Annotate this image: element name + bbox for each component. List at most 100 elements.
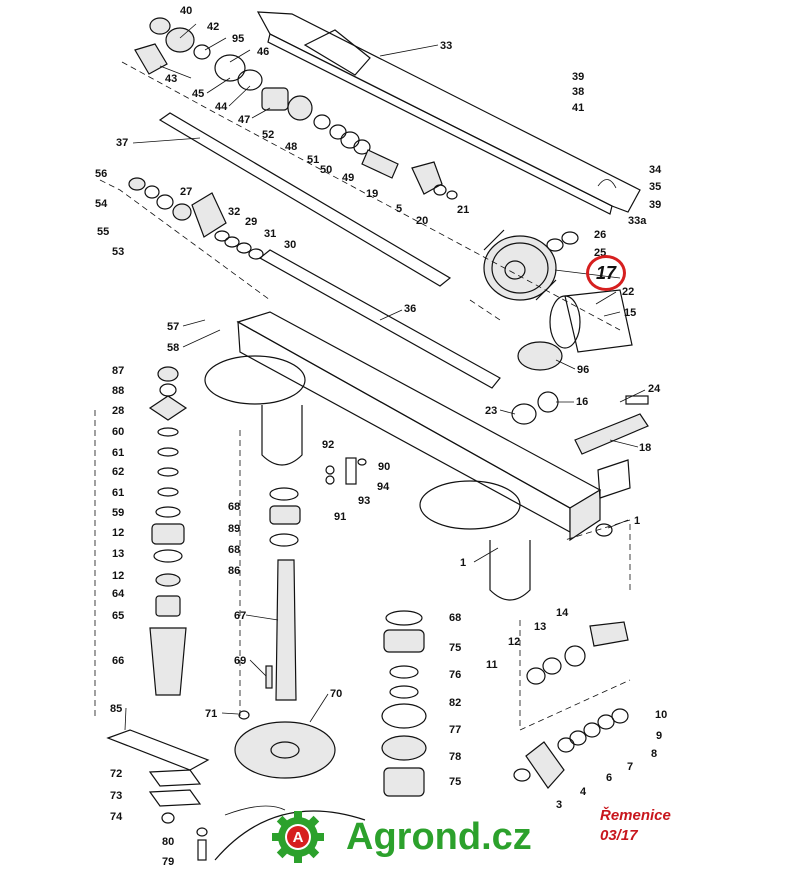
callout-33a: 33a <box>628 215 647 227</box>
callout-32: 32 <box>228 206 240 218</box>
callout-22: 22 <box>622 286 634 298</box>
callout-5: 5 <box>396 203 402 215</box>
callout-66: 66 <box>112 655 124 667</box>
callout-61: 61 <box>112 447 124 459</box>
highlight-circle-17: 17 <box>586 255 626 291</box>
callout-47: 47 <box>238 114 250 126</box>
callout-40: 40 <box>180 5 192 17</box>
callout-87: 87 <box>112 365 124 377</box>
callout-24: 24 <box>648 383 661 395</box>
callout-96: 96 <box>577 364 589 376</box>
center-shaft-stack <box>234 487 336 779</box>
left-parts-stack <box>148 366 188 696</box>
callout-69: 69 <box>234 655 246 667</box>
callout-8: 8 <box>651 748 657 760</box>
callout-21: 21 <box>457 204 469 216</box>
callout-12: 12 <box>112 527 124 539</box>
callout-13: 13 <box>112 548 124 560</box>
cutter-disc <box>214 805 366 861</box>
callout-61b: 61 <box>112 487 124 499</box>
callout-39b: 39 <box>649 199 661 211</box>
callout-90: 90 <box>378 461 390 473</box>
callout-36: 36 <box>404 303 416 315</box>
callout-89: 89 <box>228 523 240 535</box>
callout-60: 60 <box>112 426 124 438</box>
bottom-left-plates <box>106 710 250 861</box>
logo-letter: A <box>293 829 304 846</box>
callout-73: 73 <box>110 790 122 802</box>
callout-4: 4 <box>580 786 587 798</box>
part-36-shaft <box>258 249 501 389</box>
callout-57: 57 <box>167 321 179 333</box>
callout-16: 16 <box>576 396 588 408</box>
callout-53: 53 <box>112 246 124 258</box>
callout-1: 1 <box>634 515 640 527</box>
callout-26: 26 <box>594 229 606 241</box>
leader-lines <box>124 23 646 731</box>
callout-15: 15 <box>624 307 636 319</box>
part-33-beam <box>256 11 641 215</box>
callout-31: 31 <box>264 228 276 240</box>
callout-75b: 75 <box>449 776 461 788</box>
callout-38: 38 <box>572 86 584 98</box>
part-15-bracket <box>511 289 649 455</box>
callout-23: 23 <box>485 405 497 417</box>
callout-74: 74 <box>110 811 123 823</box>
callout-layer: 40 42 95 46 43 45 44 47 52 48 51 50 49 1… <box>95 5 667 868</box>
callout-75: 75 <box>449 642 461 654</box>
callout-18: 18 <box>639 442 651 454</box>
callout-88: 88 <box>112 385 124 397</box>
callout-13b: 13 <box>534 621 546 633</box>
callout-10: 10 <box>655 709 667 721</box>
callout-20: 20 <box>416 215 428 227</box>
callout-68b: 68 <box>228 544 240 556</box>
callout-93: 93 <box>358 495 370 507</box>
callout-94: 94 <box>377 481 390 493</box>
gear-icon: A <box>270 809 326 865</box>
callout-33: 33 <box>440 40 452 52</box>
caption-code: 03/17 <box>600 827 638 844</box>
guide-lines <box>94 61 631 731</box>
callout-92: 92 <box>322 439 334 451</box>
callout-35: 35 <box>649 181 661 193</box>
callout-65: 65 <box>112 610 124 622</box>
callout-52: 52 <box>262 129 274 141</box>
callout-86: 86 <box>228 565 240 577</box>
right-center-stack <box>381 610 427 797</box>
callout-82: 82 <box>449 697 461 709</box>
part-17-pulley <box>483 229 579 301</box>
callout-28: 28 <box>112 405 124 417</box>
callout-45: 45 <box>192 88 204 100</box>
callout-58: 58 <box>167 342 179 354</box>
callout-54: 54 <box>95 198 108 210</box>
callout-27: 27 <box>180 186 192 198</box>
part-27-bevel-gear <box>128 177 264 260</box>
callout-43: 43 <box>165 73 177 85</box>
cutter-frame <box>204 311 631 601</box>
part-40-42-43-gear-cluster <box>134 17 371 155</box>
callout-42: 42 <box>207 21 219 33</box>
callout-85: 85 <box>110 703 122 715</box>
callout-76: 76 <box>449 669 461 681</box>
brand-logo: A Agrond.cz <box>270 805 570 869</box>
callout-9: 9 <box>656 730 662 742</box>
callout-7: 7 <box>627 761 633 773</box>
right-bottom-gear-set <box>513 621 629 789</box>
callout-41: 41 <box>572 102 584 114</box>
callout-67: 67 <box>234 610 246 622</box>
callout-14: 14 <box>556 607 569 619</box>
callout-3: 3 <box>556 799 562 811</box>
callout-39: 39 <box>572 71 584 83</box>
part-92-plate <box>325 457 367 485</box>
callout-71: 71 <box>205 708 217 720</box>
callout-78: 78 <box>449 751 461 763</box>
callout-50: 50 <box>320 164 332 176</box>
highlight-label-text: 17 <box>595 262 617 283</box>
callout-29: 29 <box>245 216 257 228</box>
callout-46: 46 <box>257 46 269 58</box>
callout-68c: 68 <box>449 612 461 624</box>
brand-name: Agrond.cz <box>346 815 532 858</box>
callout-59: 59 <box>112 507 124 519</box>
callout-79: 79 <box>162 856 174 868</box>
